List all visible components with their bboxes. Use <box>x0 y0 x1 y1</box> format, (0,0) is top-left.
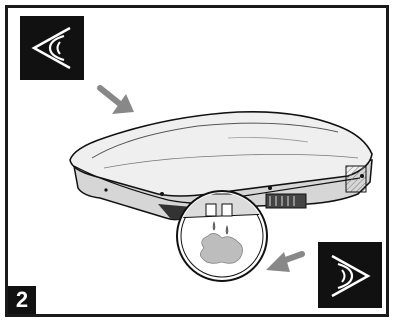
device-scene <box>69 85 373 282</box>
eye-look-right-icon <box>331 254 371 298</box>
detail-magnifier <box>176 190 268 282</box>
air-conditioner-unit <box>69 110 373 221</box>
illustration-frame: 2 <box>5 5 389 317</box>
arrow-to-device-top <box>97 85 134 114</box>
arrow-to-detail <box>266 251 305 272</box>
eye-look-left-icon <box>31 26 71 70</box>
eye-view-panel-top <box>20 16 84 80</box>
eye-view-panel-bottom <box>318 242 382 308</box>
step-number-badge: 2 <box>8 286 36 314</box>
